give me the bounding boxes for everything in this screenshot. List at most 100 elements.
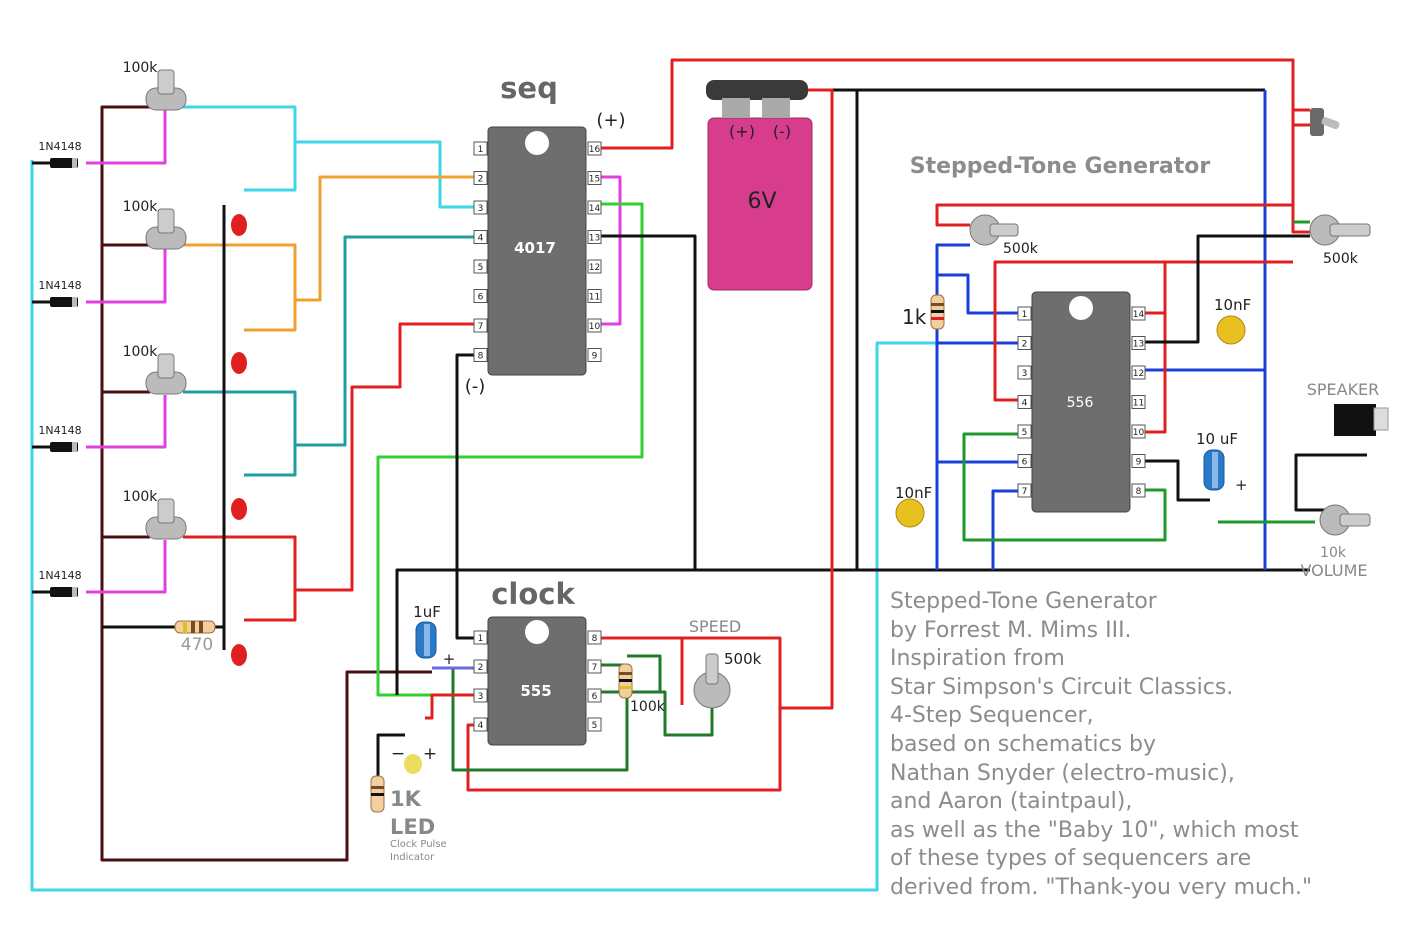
pin-box — [473, 289, 488, 303]
wire-cyan-seq3 — [295, 140, 474, 209]
clock-led: − + 1K LED Clock Pulse Indicator — [370, 744, 447, 863]
pin-label: 3 — [1022, 369, 1028, 379]
pin-label: 6 — [478, 293, 484, 303]
pin-label: 1 — [478, 634, 484, 644]
pot-knob — [157, 353, 175, 379]
diode-label: 1N4148 — [38, 140, 81, 153]
pin-label: 10 — [1133, 428, 1145, 438]
speed-label: SPEED — [689, 617, 741, 636]
pin-box — [1131, 365, 1146, 380]
pin-box — [587, 659, 602, 674]
chip-555-label: 555 — [520, 682, 551, 700]
pin-label: 7 — [478, 322, 484, 332]
wire-black-seq8 — [455, 353, 474, 640]
led-caption-2: Indicator — [390, 852, 435, 863]
pin-box — [473, 717, 488, 732]
pin-label: 5 — [1022, 428, 1028, 438]
title-generator: Stepped-Tone Generator — [910, 154, 1211, 179]
pot-500k-right: 500k — [1309, 214, 1371, 267]
diode-band — [72, 297, 77, 307]
wire-led-red — [425, 693, 474, 720]
diode-label: 1N4148 — [38, 279, 81, 292]
pin-box — [473, 141, 488, 156]
pin-box — [1131, 483, 1146, 498]
speed-resistor-label: 100k — [630, 699, 666, 715]
pin-box — [1017, 306, 1032, 321]
pin-box — [1017, 336, 1032, 350]
wire-orange — [183, 243, 297, 332]
pin-label: 4 — [1022, 399, 1028, 409]
pin-label: 10 — [589, 322, 601, 332]
wire-magenta-3 — [86, 395, 167, 449]
capacitor-1uf: 1uF + — [413, 603, 455, 668]
seq-plus-marker: (+) — [596, 110, 625, 131]
led-label: LED — [390, 815, 435, 839]
resistor-1k: 1k — [902, 294, 945, 330]
led-red-2 — [231, 352, 247, 374]
volume-pot: 10k VOLUME — [1301, 504, 1371, 580]
pin-label: 11 — [1133, 399, 1144, 409]
clock-led-minus: − — [391, 744, 405, 764]
pin-box — [1131, 306, 1146, 321]
pot-label: 100k — [123, 344, 159, 360]
pin-label: 14 — [589, 204, 601, 214]
pin-label: 3 — [478, 204, 484, 214]
capacitor-10uf: 10 uF + — [1196, 430, 1248, 494]
pin-box — [587, 200, 602, 215]
pin-box — [473, 630, 488, 645]
wire-blue-7 — [991, 489, 1018, 570]
pin-label: 4 — [478, 234, 484, 244]
pin-box — [473, 688, 488, 703]
diode-body — [50, 297, 78, 307]
led-red-3 — [231, 498, 247, 520]
wire-clock-green-2 — [600, 690, 714, 737]
chip-556-label: 556 — [1067, 395, 1094, 411]
speaker-label: SPEAKER — [1307, 380, 1380, 399]
wire-magenta-4 — [86, 540, 167, 594]
pin-box — [1131, 424, 1146, 439]
pin-label: 14 — [1133, 310, 1145, 320]
pot-500k-right-label: 500k — [1323, 251, 1359, 267]
pin-box — [587, 688, 602, 703]
diode-band — [72, 158, 77, 168]
pin-label: 12 — [589, 263, 600, 273]
wire-red-14 — [993, 260, 1167, 402]
wire-clock-red — [466, 636, 782, 792]
led-caption-1: Clock Pulse — [390, 839, 447, 850]
pot-label: 100k — [123, 60, 159, 76]
diode-body — [50, 158, 78, 168]
capacitor-10nf-right: 10nF — [1214, 296, 1251, 345]
wire-red-top — [600, 58, 1310, 150]
diode-band — [72, 587, 77, 597]
wire-battery-pos — [780, 88, 834, 710]
wire-cyan-main — [30, 160, 937, 892]
led-red-4 — [231, 644, 247, 666]
speed-pot-label: 500k — [724, 650, 762, 668]
wire-teal — [183, 390, 297, 477]
wire-black-bus — [395, 568, 1310, 695]
pin-label: 2 — [478, 663, 484, 673]
capacitor-10nf-left-label: 10nF — [895, 484, 932, 502]
wire-black-seq13 — [600, 234, 697, 570]
pin-label: 2 — [478, 175, 484, 185]
battery: (+) (-) 6V — [706, 80, 813, 291]
pin-box — [587, 230, 602, 244]
pin-box — [1017, 483, 1032, 498]
tone-pot: 500k — [969, 214, 1039, 257]
title-clock: clock — [491, 577, 575, 611]
wire-teal-seq4 — [295, 235, 474, 447]
pin-label: 13 — [589, 234, 600, 244]
pin-box — [473, 200, 488, 215]
wire-red-seq7 — [295, 322, 474, 592]
pin-label: 8 — [478, 352, 484, 362]
wire-red-right — [1291, 60, 1310, 234]
pin-label: 6 — [1022, 458, 1028, 468]
clock-led-plus: + — [423, 744, 437, 764]
pin-label: 11 — [589, 293, 600, 303]
pin-label: 3 — [478, 692, 484, 702]
